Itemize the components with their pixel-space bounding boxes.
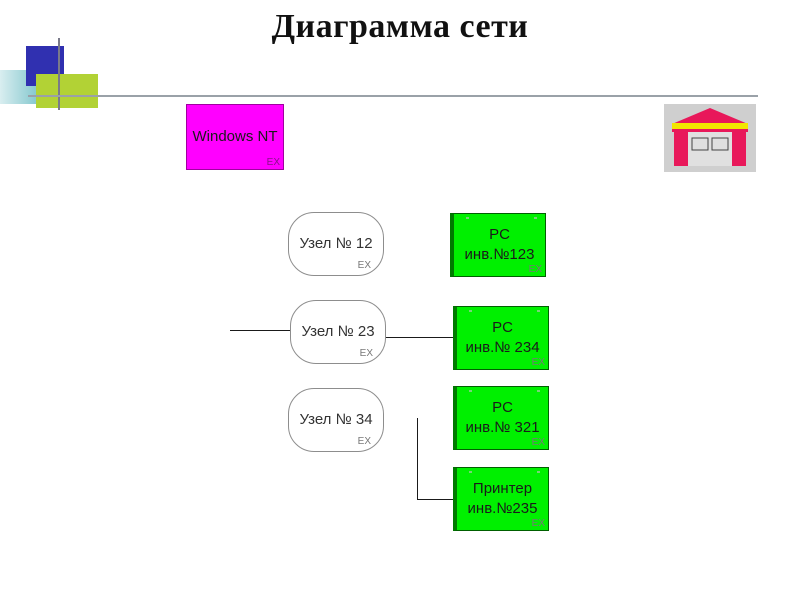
wire-to-printer [417,499,453,500]
node-label: Узел № 12 [299,235,373,252]
device-pc-123[interactable]: PC инв.№123 EX [450,213,546,277]
device-line1: PC [492,319,513,336]
device-ex-marker: EX [531,518,545,529]
node-34[interactable]: Узел № 34 EX [288,388,384,452]
device-corner-tick [469,390,472,392]
slide-title: Диаграмма сети [271,8,529,45]
device-ex-marker: EX [528,264,542,275]
device-line2: инв.№ 321 [465,419,540,436]
decor-lime-square [36,74,98,108]
device-ex-marker: EX [531,437,545,448]
node-ex-marker: EX [357,260,371,271]
wire-left-to-node-23 [230,330,290,331]
device-corner-tick [537,471,540,473]
node-label: Узел № 34 [299,411,373,428]
device-printer-235[interactable]: Принтер инв.№235 EX [453,467,549,531]
wire-node-23-to-pc-234 [385,337,453,338]
node-label: Узел № 23 [301,323,375,340]
node-ex-marker: EX [357,436,371,447]
device-line2: инв.№ 234 [465,339,540,356]
device-line2: инв.№235 [467,500,538,517]
device-line1: PC [492,399,513,416]
house-icon [664,104,756,172]
node-23[interactable]: Узел № 23 EX [290,300,386,364]
device-corner-tick [466,217,469,219]
node-ex-marker: EX [359,348,373,359]
title-divider-line [28,95,758,97]
server-windows-nt[interactable]: Windows NT EX [186,104,284,170]
device-corner-tick [469,471,472,473]
device-corner-tick [469,310,472,312]
server-ex-marker: EX [266,157,280,168]
device-corner-tick [534,217,537,219]
device-line1: PC [489,226,510,243]
device-corner-tick [537,310,540,312]
device-pc-234[interactable]: PC инв.№ 234 EX [453,306,549,370]
device-pc-321[interactable]: PC инв.№ 321 EX [453,386,549,450]
device-corner-tick [537,390,540,392]
device-line1: Принтер [472,480,533,497]
device-ex-marker: EX [531,357,545,368]
wire-node-34-vertical [417,418,418,500]
server-label: Windows NT [192,128,278,145]
node-12[interactable]: Узел № 12 EX [288,212,384,276]
decor-vertical-line [58,38,60,110]
device-line2: инв.№123 [464,246,535,263]
